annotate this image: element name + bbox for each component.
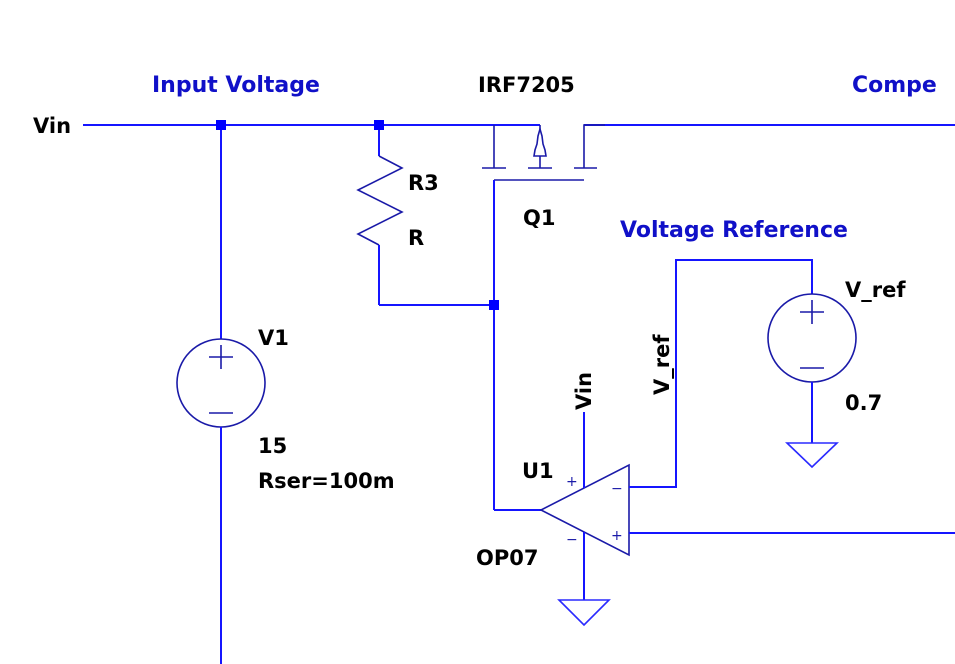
- u1-model-label[interactable]: OP07: [476, 546, 538, 570]
- comment-compensation[interactable]: Compe: [852, 73, 937, 98]
- vref-value-label[interactable]: 0.7: [845, 391, 882, 415]
- junction-dot[interactable]: [374, 120, 384, 130]
- v1-value-label[interactable]: 15: [258, 434, 287, 458]
- wire-opamp-inverting[interactable]: [629, 259, 813, 488]
- resistor-symbol[interactable]: [356, 155, 404, 246]
- net-label-vin[interactable]: Vin: [33, 114, 71, 138]
- ground-icon: [785, 442, 839, 469]
- component-r3[interactable]: [356, 125, 494, 306]
- pin-marker-minus: −: [566, 532, 578, 548]
- pin-marker-plus: +: [611, 528, 623, 544]
- junction-dot[interactable]: [216, 120, 226, 130]
- pin-marker-minus: −: [611, 481, 623, 497]
- pin-marker-plus: +: [566, 474, 578, 490]
- comment-voltage-reference[interactable]: Voltage Reference: [620, 218, 848, 243]
- net-label-vin-opamp[interactable]: Vin: [572, 372, 596, 410]
- v1-param-label[interactable]: Rser=100m: [258, 469, 395, 493]
- v1-ref-label[interactable]: V1: [258, 326, 289, 350]
- component-q1[interactable]: [482, 124, 605, 510]
- r3-value-label[interactable]: R: [408, 226, 424, 250]
- component-u1[interactable]: + − + −: [494, 259, 955, 627]
- net-label-vref-opamp[interactable]: V_ref: [650, 334, 674, 395]
- component-vref[interactable]: [767, 293, 857, 469]
- u1-ref-label[interactable]: U1: [522, 459, 554, 483]
- q1-model-label[interactable]: IRF7205: [478, 73, 575, 97]
- junction-dot[interactable]: [489, 300, 499, 310]
- component-v1[interactable]: [176, 125, 266, 664]
- q1-ref-label[interactable]: Q1: [523, 206, 555, 230]
- r3-ref-label[interactable]: R3: [408, 171, 439, 195]
- mosfet-arrow-icon: [533, 126, 547, 157]
- comment-input-voltage[interactable]: Input Voltage: [152, 73, 320, 98]
- ground-icon: [557, 599, 611, 627]
- vref-ref-label[interactable]: V_ref: [845, 278, 906, 302]
- mosfet-source-lead: [583, 124, 605, 168]
